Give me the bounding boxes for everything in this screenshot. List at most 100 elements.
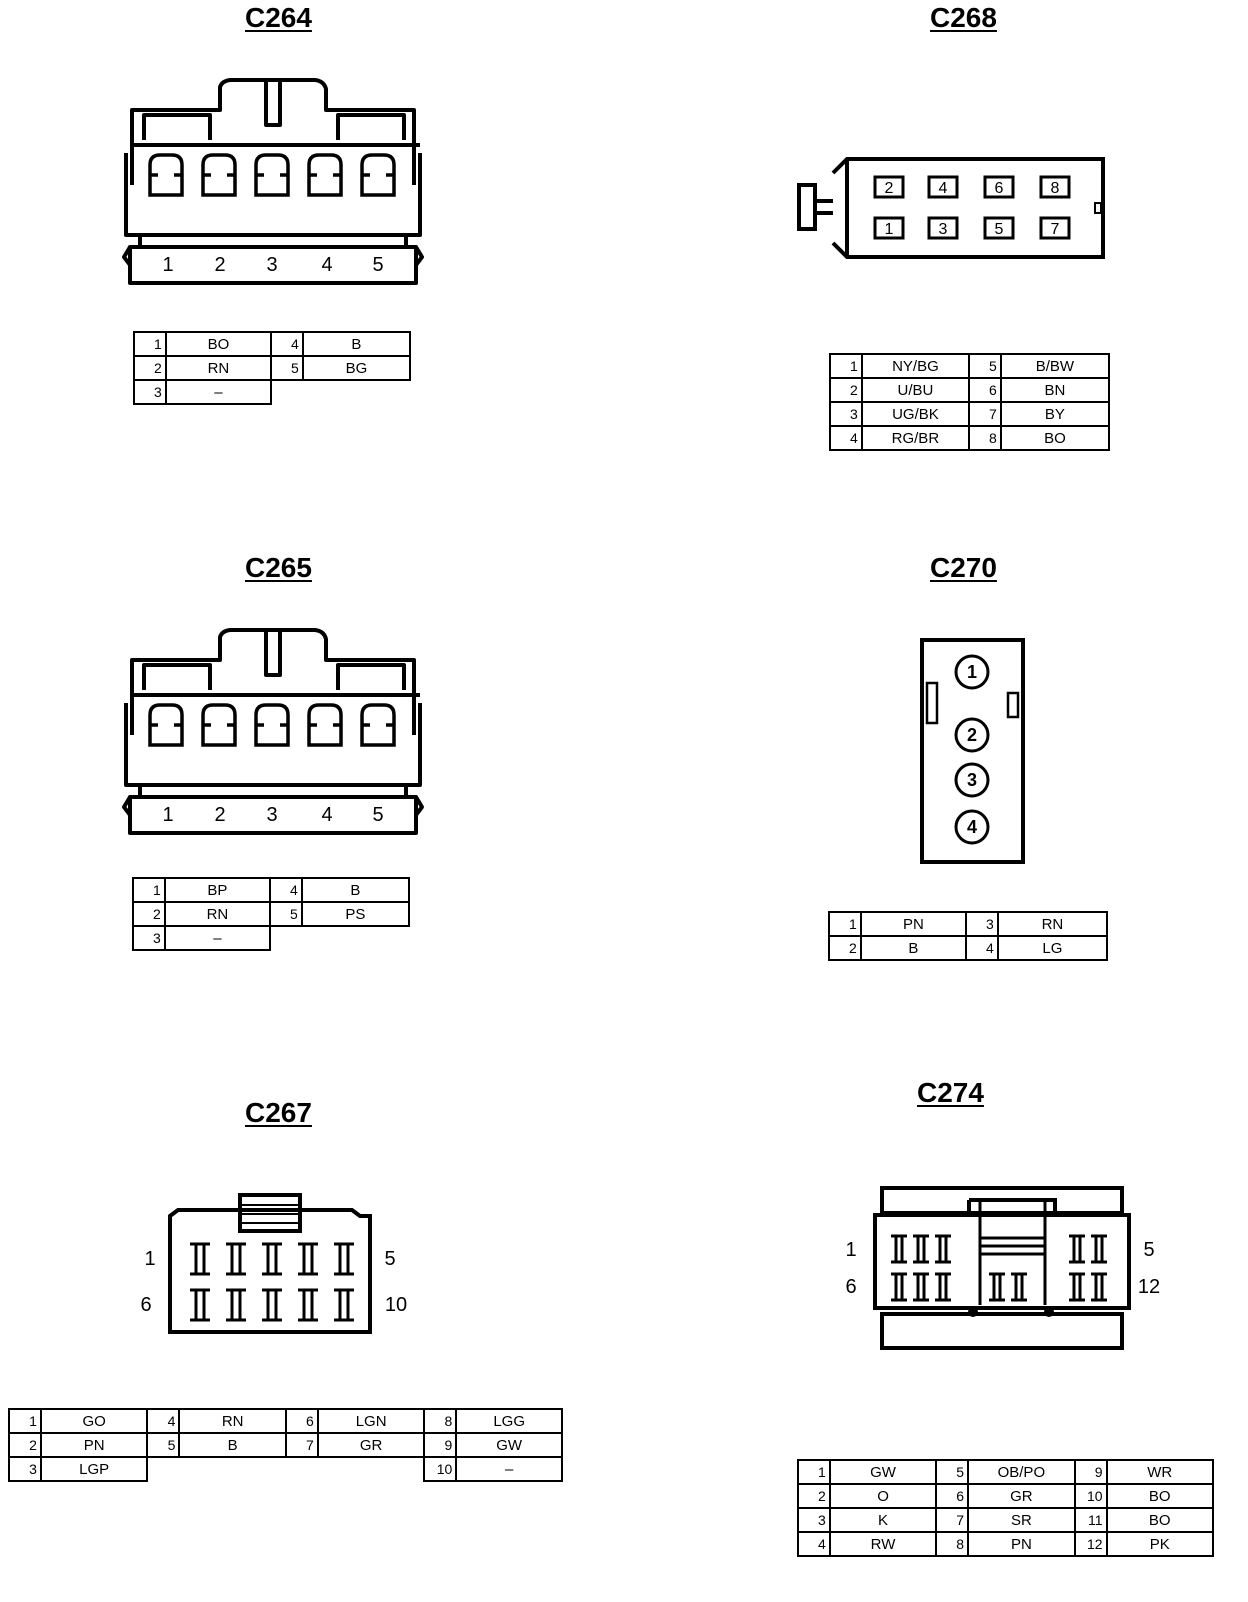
pin-number: 1 [797,1459,831,1485]
c268-pin-label: 6 [995,180,1004,197]
pin-number: 9 [423,1432,458,1458]
wire-color: B [300,877,411,903]
c268-pin-label: 3 [939,221,948,238]
pin-number: 8 [968,425,1002,451]
wire-color: BN [999,377,1111,403]
c268-pin-label: 8 [1051,180,1060,197]
pin-number: 2 [8,1432,42,1458]
table-row: 3 LGP 10 – [8,1456,563,1482]
c270-pin-label: 4 [967,817,977,837]
connector-title-c265: C265 [245,552,312,583]
pin-number: 5 [935,1459,970,1485]
c268-pin-label: 2 [885,180,894,197]
wire-color: GO [39,1408,149,1434]
connector-diagram-c270: 1 2 3 4 [920,638,1025,864]
pin-number: 7 [284,1432,319,1458]
table-row: 3 K 7 SR 11 BO [797,1507,1215,1533]
wire-color: PK [1105,1531,1215,1557]
table-row: 2 PN 5 B 7 GR 9 GW [8,1432,563,1458]
pin-number: 7 [935,1507,970,1533]
pin-number: 1 [133,331,167,357]
wire-color: GW [828,1459,938,1485]
pin-number: 2 [133,355,167,381]
wire-color: – [455,1456,563,1482]
wire-color: B/BW [999,353,1111,379]
table-row: 3 – [132,925,409,951]
wire-color: BO [1105,1483,1215,1509]
pin-table-c270: 1 PN 3 RN 2 B 4 LG [828,911,1109,961]
pin-number: 6 [284,1408,319,1434]
pin-number: 3 [8,1456,42,1482]
pin-number: 7 [968,401,1002,427]
pin-number: 3 [133,379,167,405]
wire-color: GW [455,1432,563,1458]
connector-title-c270: C270 [930,552,997,583]
c267-side-label: 1 [144,1248,155,1270]
pin-table-c264: 1 BO 4 B 2 RN 5 BG 3 – [133,331,412,405]
connector-diagram-c267: 1 5 6 10 [140,1193,407,1334]
c270-pin-label: 3 [967,770,977,790]
wire-color: PN [967,1531,1076,1557]
table-row: 1 GW 5 OB/PO 9 WR [797,1459,1215,1485]
c265-pin-label: 4 [321,804,332,826]
wire-color: UG/BK [860,401,971,427]
pin-number: 3 [965,911,999,937]
connector-diagram-c265: 1 2 3 4 5 [122,628,424,835]
c265-pin-label: 2 [214,804,225,826]
pin-table-c274: 1 GW 5 OB/PO 9 WR 2 O 6 GR 10 BO 3 K 7 S… [797,1459,1215,1557]
c268-pin-label: 5 [995,221,1004,238]
pin-number: 1 [132,877,166,903]
table-row: 2 B 4 LG [828,935,1109,961]
pin-number: 2 [797,1483,831,1509]
wire-color: BP [163,877,272,903]
c267-side-label: 5 [384,1248,395,1270]
wire-color: B [859,935,968,961]
pin-number: 2 [829,377,863,403]
c270-pin-label: 1 [967,662,977,682]
pin-number: 9 [1073,1459,1108,1485]
wire-color: SR [967,1507,1076,1533]
c268-pin-label: 4 [939,180,948,197]
c264-pin-label: 2 [214,254,225,276]
pin-number: 5 [269,901,303,927]
c265-pin-label: 3 [266,804,277,826]
pin-number: 4 [146,1408,181,1434]
wire-color: K [828,1507,938,1533]
pin-number: 4 [270,331,304,357]
wire-color: O [828,1483,938,1509]
wire-color: PN [859,911,968,937]
connector-diagram-c264: 1 2 3 4 5 [122,78,424,285]
wire-color: LGG [455,1408,563,1434]
pin-number: 2 [828,935,862,961]
wire-color: OB/PO [967,1459,1076,1485]
wire-color: PS [300,901,411,927]
wire-color: RN [178,1408,287,1434]
c264-pin-label: 1 [162,254,173,276]
c264-pin-label: 4 [321,254,332,276]
pin-number: 4 [269,877,303,903]
wire-color: B [301,331,412,357]
wire-color: PN [39,1432,149,1458]
table-row: 3 – [133,379,410,405]
table-row: 1 NY/BG 5 B/BW [829,353,1111,379]
wire-color: LGN [316,1408,426,1434]
pin-number: 3 [797,1507,831,1533]
c268-pin-label: 7 [1051,221,1060,238]
pin-number: 5 [146,1432,181,1458]
connector-title-c268: C268 [930,2,997,33]
pin-number: 11 [1073,1507,1108,1533]
wire-color: LG [996,935,1109,961]
wire-color: BO [1105,1507,1215,1533]
c265-pin-label: 1 [162,804,173,826]
wire-color: BG [301,355,412,381]
c268-pin-label: 1 [885,221,894,238]
wire-color: RN [163,901,272,927]
table-row: 1 GO 4 RN 6 LGN 8 LGG [8,1408,563,1434]
pin-number: 1 [829,353,863,379]
pin-number: 2 [132,901,166,927]
c270-pin-label: 2 [967,725,977,745]
pin-number: 3 [132,925,166,951]
wire-color: RW [828,1531,938,1557]
table-row: 1 PN 3 RN [828,911,1109,937]
c274-side-label: 6 [845,1276,856,1298]
